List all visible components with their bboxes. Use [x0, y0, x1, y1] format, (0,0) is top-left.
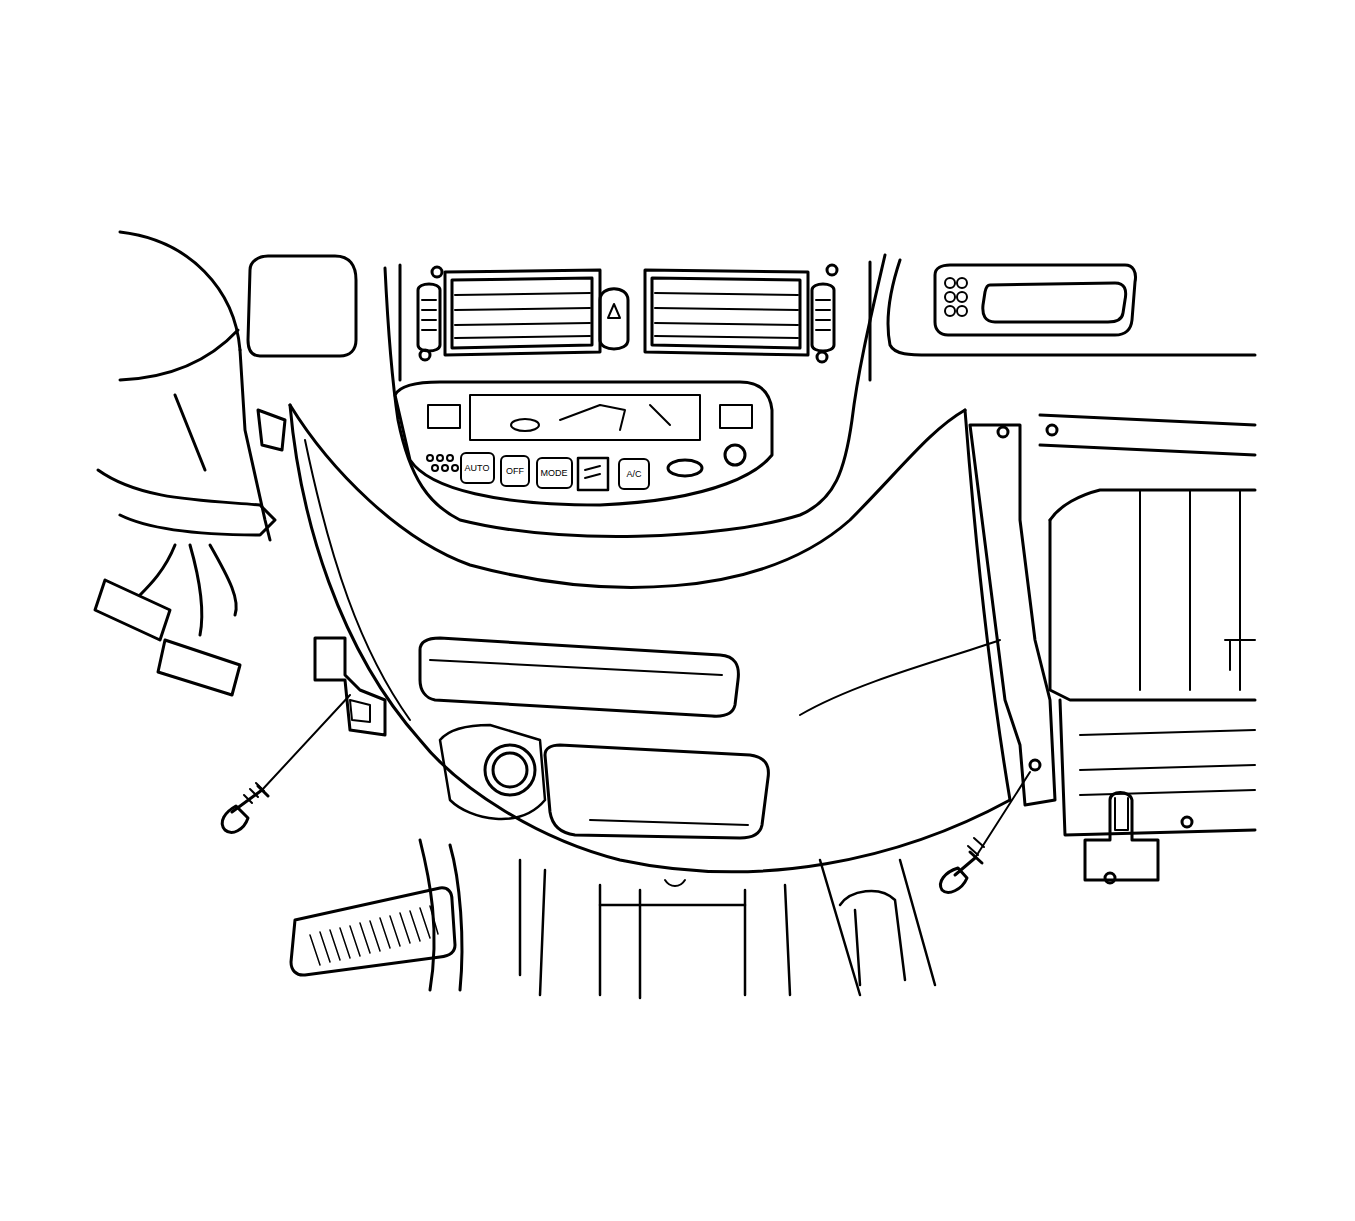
button-label: MODE — [541, 469, 568, 478]
climate-button: OFF — [500, 455, 530, 487]
button-label: OFF — [506, 467, 524, 476]
climate-button: MODE — [536, 457, 573, 489]
button-label: AUTO — [465, 464, 490, 473]
climate-button: A/C — [618, 458, 650, 490]
button-label: A/C — [626, 470, 641, 479]
climate-button: AUTO — [460, 452, 495, 484]
